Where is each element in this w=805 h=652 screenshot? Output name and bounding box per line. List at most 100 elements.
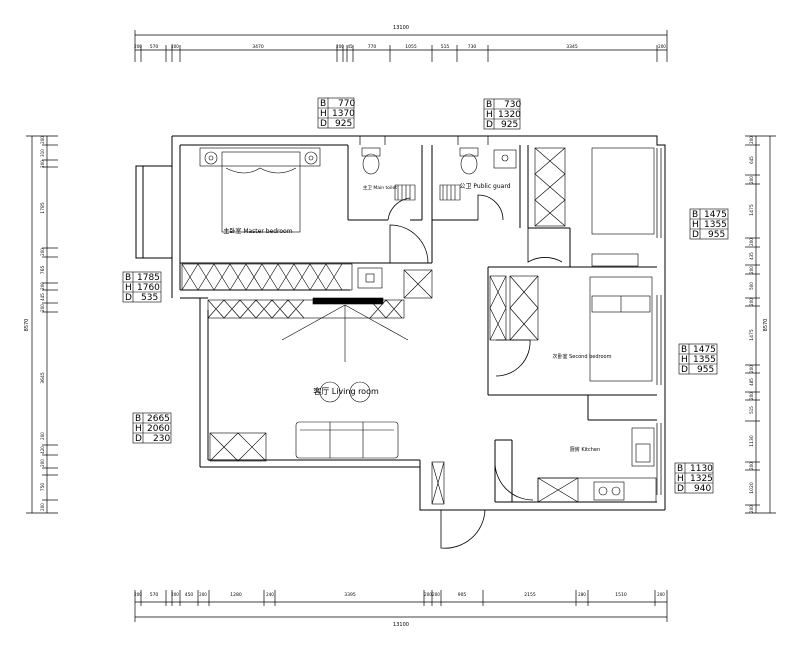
room-label-main-toilet: 主卫 Main toilet: [363, 184, 397, 191]
window-letter: H: [681, 355, 688, 365]
window-d-value: 925: [501, 120, 518, 130]
vanity-sink: [357, 267, 383, 289]
dim-label: 200: [336, 44, 344, 49]
top-dimension-chain: [134, 30, 668, 62]
window-tag-2: B H D 730 1320 925: [483, 98, 521, 130]
window-d-value: 925: [335, 119, 352, 129]
window-b-value: 1130: [690, 464, 713, 474]
left-dimension-chain: [26, 135, 58, 514]
window-letter: H: [125, 283, 132, 293]
dim-label: 770: [368, 44, 377, 50]
window-tag-4: B H D 1785 1760 535: [122, 271, 162, 303]
window-tag-7: B H D 1130 1325 940: [674, 462, 714, 494]
dim-label: 45: [347, 44, 353, 49]
window-d-value: 230: [153, 434, 170, 444]
window-letter: D: [135, 434, 142, 444]
bottom-dimension-labels: 13100 200 570 200 450 200 1280 240 3395 …: [134, 592, 665, 628]
dim-label: 3345: [566, 44, 578, 50]
left-dimension-labels: 8570 200 310 200 1785 200 765 200 445 20…: [24, 136, 46, 511]
window-letter: H: [320, 109, 327, 119]
window-b-value: 2665: [147, 414, 170, 424]
dim-label: 750: [40, 483, 46, 492]
window-letter: H: [135, 424, 142, 434]
dim-label: 515: [441, 44, 450, 50]
round-table: [319, 381, 341, 403]
window-letter: B: [125, 273, 131, 283]
window-letter: D: [486, 120, 493, 130]
room-label-public-guard: 公卫 Public guard: [459, 183, 510, 190]
dim-label: 570: [150, 592, 159, 598]
lamp-icon: [304, 151, 318, 165]
dim-label: 200: [749, 505, 754, 513]
window-h-value: 1320: [498, 110, 521, 120]
dim-label: 200: [40, 136, 45, 144]
window-d-value: 955: [708, 230, 725, 240]
master-wardrobe: [181, 263, 353, 291]
window-letter: B: [320, 99, 326, 109]
lamp-icon: [204, 151, 218, 165]
master-bedroom-door: [389, 224, 429, 264]
window-tag-3: B H D 1475 1355 955: [689, 208, 729, 240]
upper-right-bed: [591, 147, 655, 235]
toilet: [459, 147, 479, 157]
second-desk: [509, 275, 539, 341]
dim-label: 730: [468, 44, 477, 50]
right-dimension-labels: 8570 200 645 200 1475 200 435 200 500 20…: [749, 136, 769, 513]
dim-label: 200: [749, 136, 754, 144]
dim-label: 1280: [230, 592, 242, 598]
kitchen-counter: [537, 477, 657, 503]
dim-label: 1475: [749, 204, 755, 216]
window-h-value: 1370: [332, 109, 355, 119]
dim-label: 765: [40, 266, 46, 275]
window-letter: B: [135, 414, 141, 424]
window-letter: B: [677, 464, 683, 474]
room-label-kitchen: 厨房 Kitchen: [570, 446, 600, 453]
living-storage: [207, 299, 405, 319]
dim-label: 200: [40, 459, 45, 467]
dim-label: 200: [432, 592, 440, 597]
dim-label: 1130: [749, 435, 755, 447]
ceiling-light-rays: [281, 304, 409, 362]
dim-label: 200: [134, 592, 142, 597]
window-d-value: 535: [141, 293, 158, 303]
window-letter: D: [692, 230, 699, 240]
public-guard-door: [477, 194, 504, 221]
right-total-label: 8570: [763, 319, 769, 332]
dim-label: 1510: [615, 592, 627, 598]
dim-label: 1475: [749, 329, 755, 341]
right-dimension-chain: [745, 135, 776, 514]
dim-label: 200: [749, 266, 754, 274]
dim-label: 500: [749, 282, 754, 290]
dim-label: 200: [749, 298, 754, 306]
dim-label: 240: [266, 592, 274, 597]
dim-label: 280: [578, 592, 586, 597]
window-letter: B: [486, 100, 492, 110]
dim-label: 445: [40, 293, 45, 301]
window-letter: D: [125, 293, 132, 303]
towel-rail: [394, 184, 416, 201]
window-letter: D: [681, 365, 688, 375]
toilet: [361, 147, 381, 157]
doors: [387, 194, 563, 549]
walls: [135, 135, 666, 511]
dim-label: 200: [657, 592, 665, 597]
tv-cabinet: [403, 269, 433, 299]
dim-label: 1020: [749, 482, 755, 494]
dim-label: 2155: [524, 592, 536, 598]
dim-label: 200: [40, 304, 45, 312]
dim-label: 3395: [344, 592, 356, 598]
sink: [631, 427, 655, 467]
dim-label: 200: [171, 592, 179, 597]
tv: [312, 297, 384, 305]
room-label-second-bedroom: 次卧室 Second bedroom: [553, 353, 612, 360]
window-letter: D: [320, 119, 327, 129]
dim-label: 200: [658, 44, 666, 49]
room-label-master-bedroom: 主卧室 Master bedroom: [223, 227, 292, 235]
dim-label: 570: [150, 44, 159, 50]
window-letter: H: [692, 220, 699, 230]
dim-label: 645: [749, 156, 754, 164]
dim-label: 420: [40, 446, 45, 454]
second-wardrobe: [489, 275, 507, 341]
dim-label: 200: [40, 432, 45, 440]
